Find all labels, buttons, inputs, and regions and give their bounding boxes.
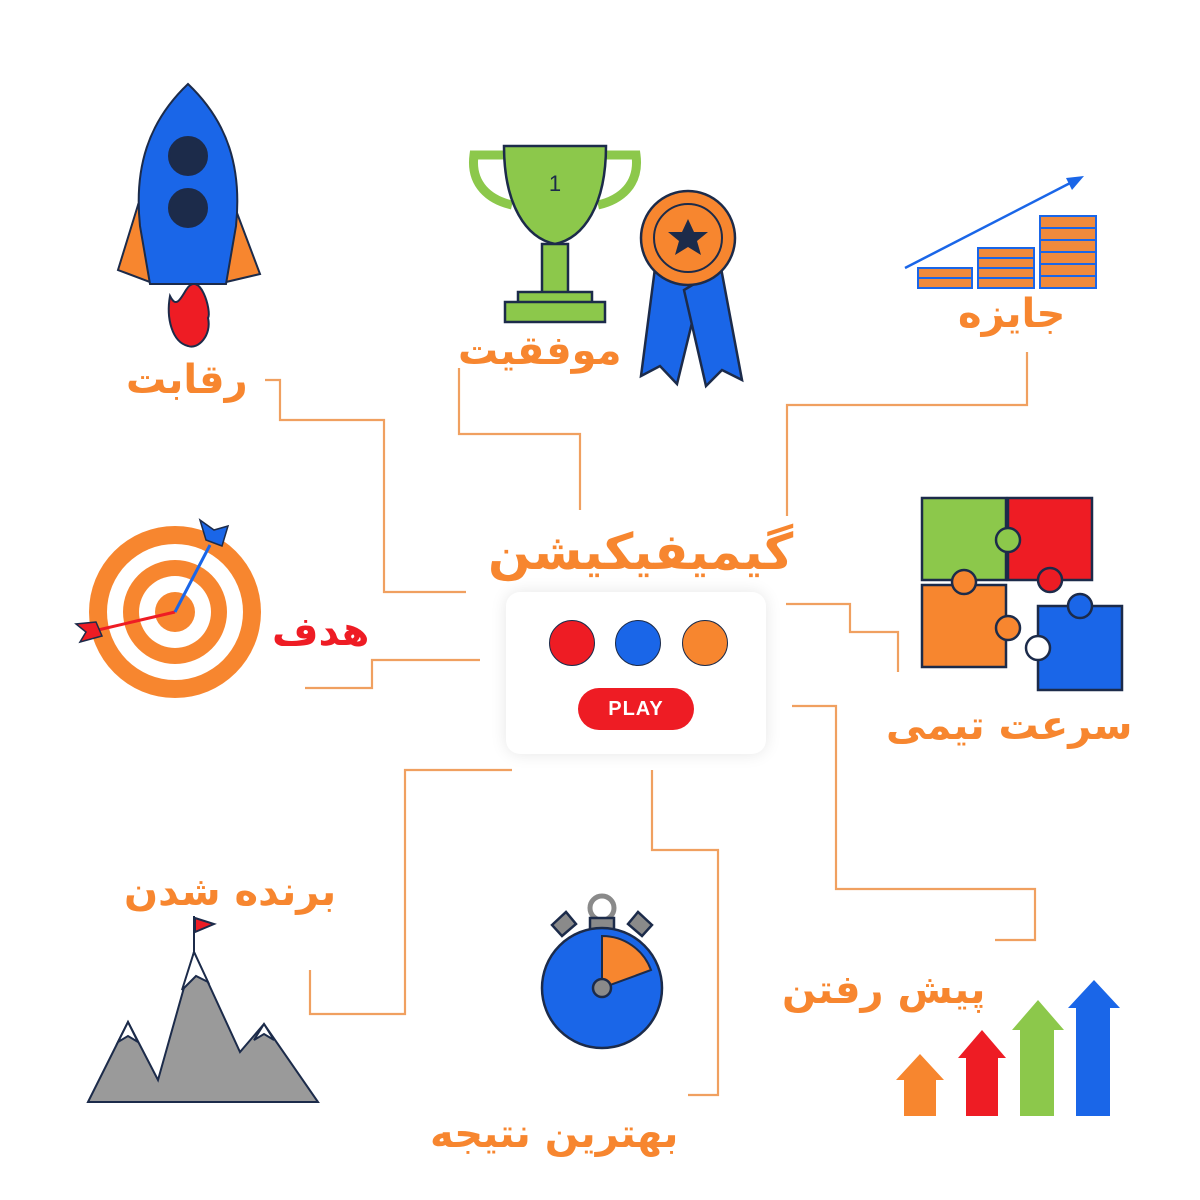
label-team-speed: سرعت تیمی [886, 703, 1133, 749]
mountain-flag-icon [86, 916, 320, 1103]
game-card: PLAY [506, 592, 766, 754]
growth-coins-icon [904, 176, 1097, 289]
connector-progress [792, 704, 1037, 942]
trophy-number: 1 [549, 171, 561, 196]
label-success: موفقیت [458, 328, 622, 374]
connector-reward [785, 352, 1029, 516]
connector-best-result [650, 770, 720, 1097]
red-dot [549, 620, 595, 666]
medal-icon [639, 189, 744, 389]
connector-lines [265, 352, 1037, 1097]
target-icon [74, 518, 261, 698]
connector-winning [308, 768, 512, 1016]
trophy-icon: 1 [469, 144, 641, 324]
label-goal: هدف [272, 609, 370, 655]
play-button[interactable]: PLAY [578, 688, 694, 730]
stopwatch-icon [540, 893, 664, 1050]
connector-goal [305, 658, 480, 690]
label-best-result: بهترین نتیجه [430, 1111, 679, 1157]
label-progress: پیش رفتن [782, 967, 986, 1013]
label-reward: جایزه [958, 291, 1066, 337]
arrows-up-icon [896, 980, 1120, 1116]
connector-team-speed [786, 602, 900, 672]
orange-dot [682, 620, 728, 666]
rocket-icon [116, 82, 262, 348]
puzzle-icon [920, 496, 1124, 692]
center-title: گیمیفیکیشن [488, 523, 794, 581]
connector-success [457, 368, 582, 510]
connector-competition [265, 378, 466, 594]
label-competition: رقابت [126, 357, 248, 403]
blue-dot [615, 620, 661, 666]
label-winning: برنده شدن [124, 869, 337, 915]
